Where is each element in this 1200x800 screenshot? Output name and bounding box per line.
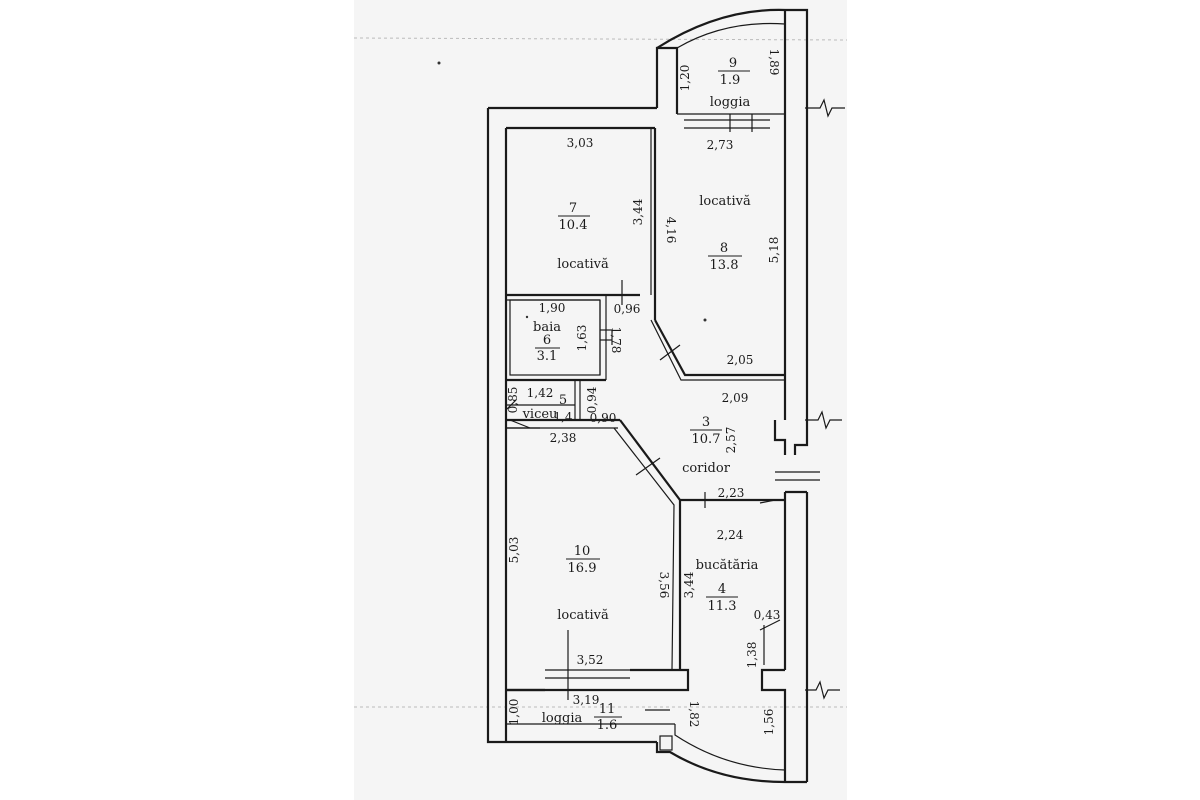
room-area: 3.1 [537,349,558,364]
dimension-label: 3,19 [573,693,600,707]
room-name: locativă [557,257,609,272]
dimension-label: 2,09 [722,391,749,405]
dimension-label: 5,03 [507,537,521,564]
dimension-label: 2,38 [550,431,577,445]
room-area: 1.9 [720,73,741,88]
scan-dot [703,318,707,322]
break-marks [805,98,845,700]
room-number: 10 [574,544,591,559]
room-area: 13.8 [710,258,739,273]
outer-walls [486,8,820,784]
room-number: 9 [729,56,737,71]
dimension-label: 1,78 [609,327,623,354]
room-name: coridor [682,461,731,476]
dimension-label: 3,44 [682,571,696,598]
room-name: bucătăria [696,558,759,573]
room-number: 4 [718,582,726,597]
dimension-label: 5,18 [767,237,781,264]
dimension-label: 0,43 [754,608,781,622]
scan-dot [525,315,529,319]
dimension-label: 2,23 [718,486,745,500]
room-area: 10.4 [559,218,588,233]
dimension-label: 2,57 [724,427,738,454]
interior-walls [506,128,785,671]
dimension-label: 2,73 [707,138,734,152]
dimension-label: 3,44 [631,198,645,225]
room-area: 10.7 [692,432,721,447]
dimension-label: 0,85 [506,387,520,414]
room-name: viceu [522,407,558,422]
dimension-label: 0,96 [614,302,641,316]
room-area: 1.6 [597,718,618,733]
scan-artifact-line [353,37,848,41]
scanned-sheet [354,0,847,800]
dimension-label: 1,82 [687,701,701,728]
room-number: 11 [599,702,616,717]
room-name: loggia [710,95,751,110]
room-name: locativă [699,194,751,209]
dimension-label: 0,90 [590,411,617,425]
dimension-label: 1,90 [539,301,566,315]
door-marks [505,280,781,711]
scan-dot [437,61,441,65]
dimension-label: 4,16 [664,217,678,244]
dimension-label: 1,56 [762,709,776,736]
dimension-label: 1,4 [553,410,572,424]
room-number: 6 [543,333,551,348]
room-number: 8 [720,241,728,256]
dimension-label: 1,42 [527,386,554,400]
dimension-label: 1,38 [745,642,759,669]
dimension-label: 2,24 [717,528,744,542]
dimension-label: 0,94 [585,386,599,413]
room-name: baia [533,320,561,335]
dimension-label: 2,05 [727,353,754,367]
dimension-label: 3,52 [577,653,604,667]
dimension-label: 3,03 [567,136,594,150]
dimension-label: 1,20 [678,65,692,92]
room-number: 7 [569,201,577,216]
dimension-label: 1,89 [767,49,781,76]
dimension-label: 1,63 [575,325,589,352]
room-area: 16.9 [568,561,597,576]
room-number: 5 [559,393,567,408]
room-area: 11.3 [708,599,737,614]
dimension-label: 1,00 [507,699,521,726]
room-name: locativă [557,608,609,623]
room-number: 3 [702,415,710,430]
room-name: loggia [542,711,583,726]
dimension-labels: 1,89 1,20 3,03 2,73 3,44 4,16 5,18 1,90 … [506,49,781,736]
dimension-label: 3,56 [657,572,671,599]
